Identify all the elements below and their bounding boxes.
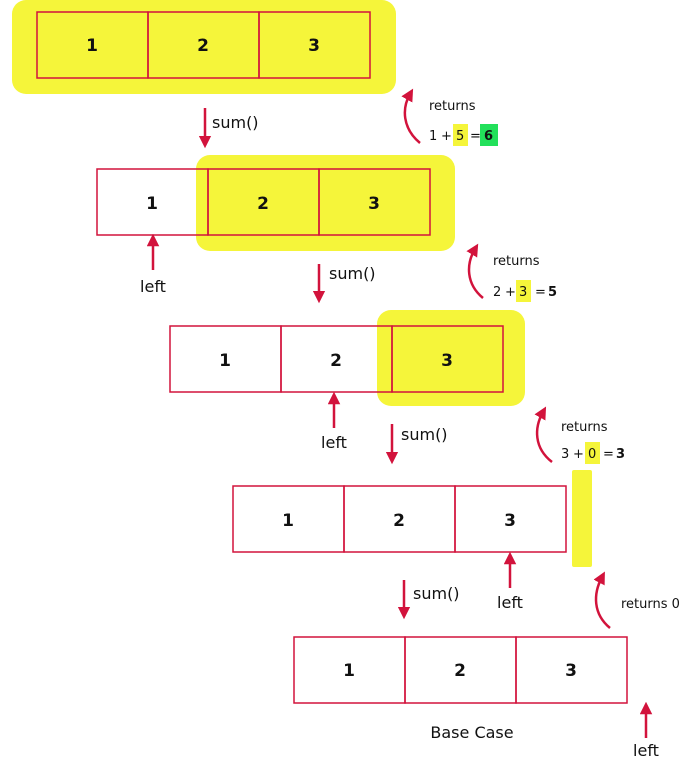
cell-value: 2 [197,36,209,56]
highlight-level-4-empty [572,470,592,567]
returns-title: returns [493,254,540,269]
return-label-3: returns 3 + 0 = 3 [561,420,625,464]
returns-title: returns [429,99,476,114]
returns-title: returns [561,420,608,435]
return-result: 3 [616,447,625,462]
return-equals: = [603,447,614,462]
return-arrow-icon [593,571,611,629]
return-term: 1 [429,129,437,144]
cell-value: 1 [146,194,158,214]
return-plus: + [441,129,452,144]
cell-value: 3 [504,511,516,531]
return-term: 3 [561,447,569,462]
cell-value: 2 [330,351,342,371]
return-arrow-icon [534,406,553,463]
cell-value: 2 [454,661,466,681]
return-operand: 0 [588,447,596,462]
return-result-highlight [480,124,498,146]
highlight-level-2 [196,155,455,251]
array-cell [318,168,431,236]
array-cell [391,325,504,393]
call-label: sum() [401,425,448,444]
return-label-2: returns 2 + 3 = 5 [493,254,557,302]
return-term: 2 [493,285,501,300]
return-arrow-icon [401,88,421,144]
return-label-1: returns 1 + 5 = 6 [429,99,498,146]
array-level-5: 1 2 3 [293,636,628,704]
left-label: left [633,741,659,760]
return-plus: + [505,285,516,300]
return-plus: + [573,447,584,462]
array-level-4: 1 2 3 [232,485,567,553]
cell-value: 3 [565,661,577,681]
cell-value: 1 [343,661,355,681]
base-case-label: Base Case [430,723,513,742]
highlight-level-1 [12,0,396,94]
return-equals: = [470,129,481,144]
return-operand: 3 [519,285,527,300]
return-operand-highlight [585,442,600,464]
highlight-level-3 [377,310,525,406]
cell-value: 1 [282,511,294,531]
return-result: 6 [484,129,493,144]
left-label: left [497,593,523,612]
left-label: left [321,433,347,452]
call-label: sum() [413,584,460,603]
returns-base-label: returns 0 [621,597,680,612]
array-cell [258,11,371,79]
return-equals: = [535,285,546,300]
cell-value: 1 [219,351,231,371]
cell-value: 2 [257,194,269,214]
return-result: 5 [548,285,557,300]
return-operand: 5 [456,129,464,144]
array-cell [515,636,628,704]
cell-value: 3 [441,351,453,371]
cell-value: 3 [368,194,380,214]
cell-value: 3 [308,36,320,56]
left-label: left [140,277,166,296]
return-arrow-icon [466,243,484,299]
cell-value: 2 [393,511,405,531]
call-label: sum() [329,264,376,283]
array-level-1: 1 2 3 [36,11,371,79]
return-operand-highlight [516,280,531,302]
cell-value: 1 [86,36,98,56]
call-label: sum() [212,113,259,132]
return-operand-highlight [453,124,468,146]
